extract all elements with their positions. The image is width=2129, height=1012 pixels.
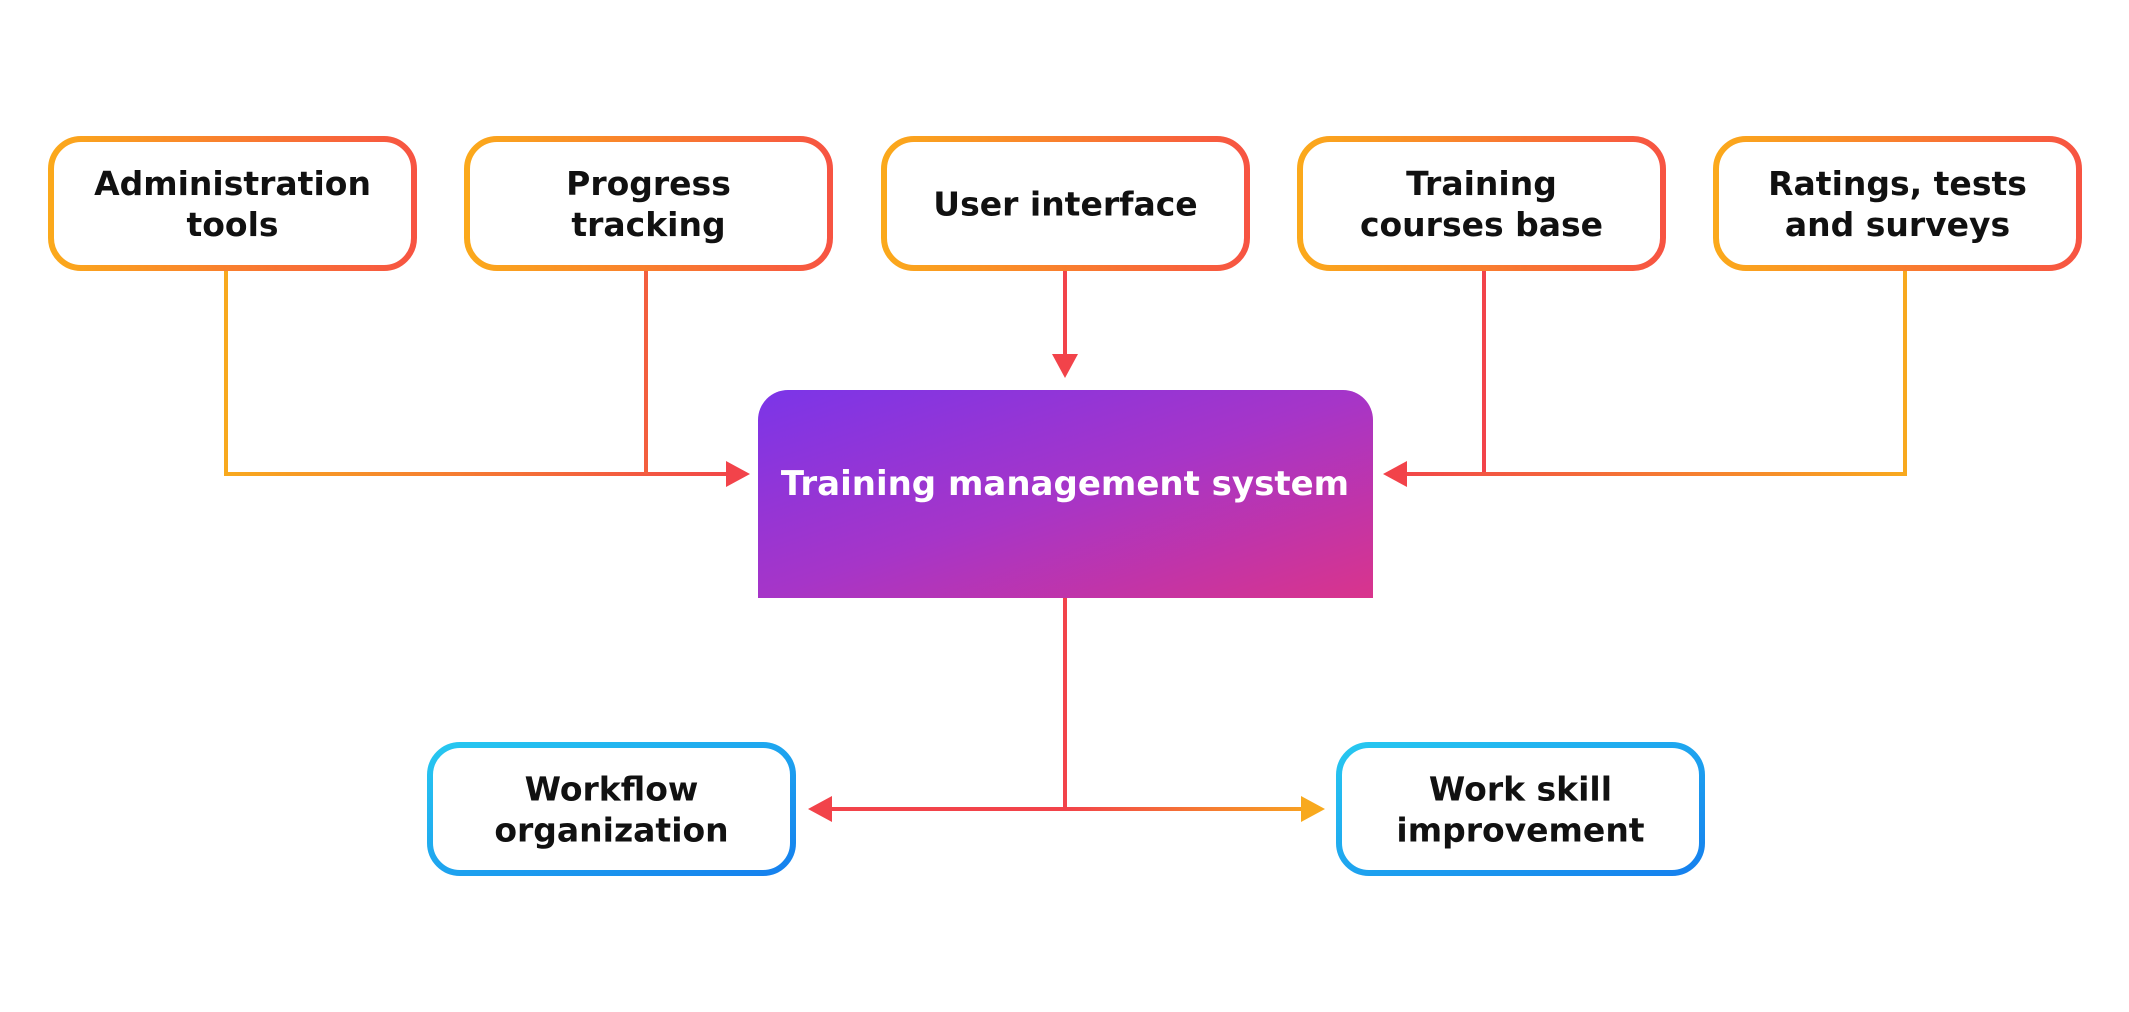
node-user-interface-label-line: User interface (933, 185, 1197, 224)
center-label: Training management system (781, 464, 1349, 504)
node-user-interface: User interface (881, 136, 1250, 271)
node-training-courses-base-box (1297, 136, 1666, 271)
node-training-courses-base-label-line: courses base (1360, 205, 1603, 244)
node-progress-tracking-label-line: tracking (571, 205, 725, 244)
connector-ratings-tests-surveys (1405, 270, 1907, 476)
center-node: Training management system (758, 390, 1373, 598)
node-administration-tools-label-line: tools (186, 205, 278, 244)
node-progress-tracking-box (464, 136, 833, 271)
node-work-skill-improvement-label-line: improvement (1396, 811, 1644, 850)
node-administration-tools-box (48, 136, 417, 271)
node-work-skill-improvement-box (1336, 742, 1705, 876)
arrowhead-right-input (1383, 461, 1407, 487)
arrowhead-left-input (726, 461, 750, 487)
node-ratings-tests-surveys-box (1713, 136, 2082, 271)
node-workflow-organization-box (427, 742, 796, 876)
arrowhead-work-skill-improvement (1301, 796, 1325, 822)
node-workflow-organization-label-line: Workflow (525, 770, 699, 809)
node-training-courses-base-label-line: Training (1406, 164, 1557, 203)
arrowhead-top-input (1052, 354, 1078, 378)
node-work-skill-improvement-label-line: Work skill (1429, 770, 1612, 809)
node-ratings-tests-surveys-label-line: and surveys (1785, 205, 2010, 244)
arrowhead-workflow-organization (808, 796, 832, 822)
node-ratings-tests-surveys-label-line: Ratings, tests (1768, 164, 2027, 203)
node-administration-tools-label-line: Administration (94, 164, 371, 203)
connector-administration-tools (224, 270, 730, 476)
center-box (758, 390, 1373, 598)
connectors (224, 270, 1907, 822)
node-user-interface-box (881, 136, 1250, 271)
node-workflow-organization-label-line: organization (494, 811, 728, 850)
node-progress-tracking-label-line: Progress (566, 164, 731, 203)
